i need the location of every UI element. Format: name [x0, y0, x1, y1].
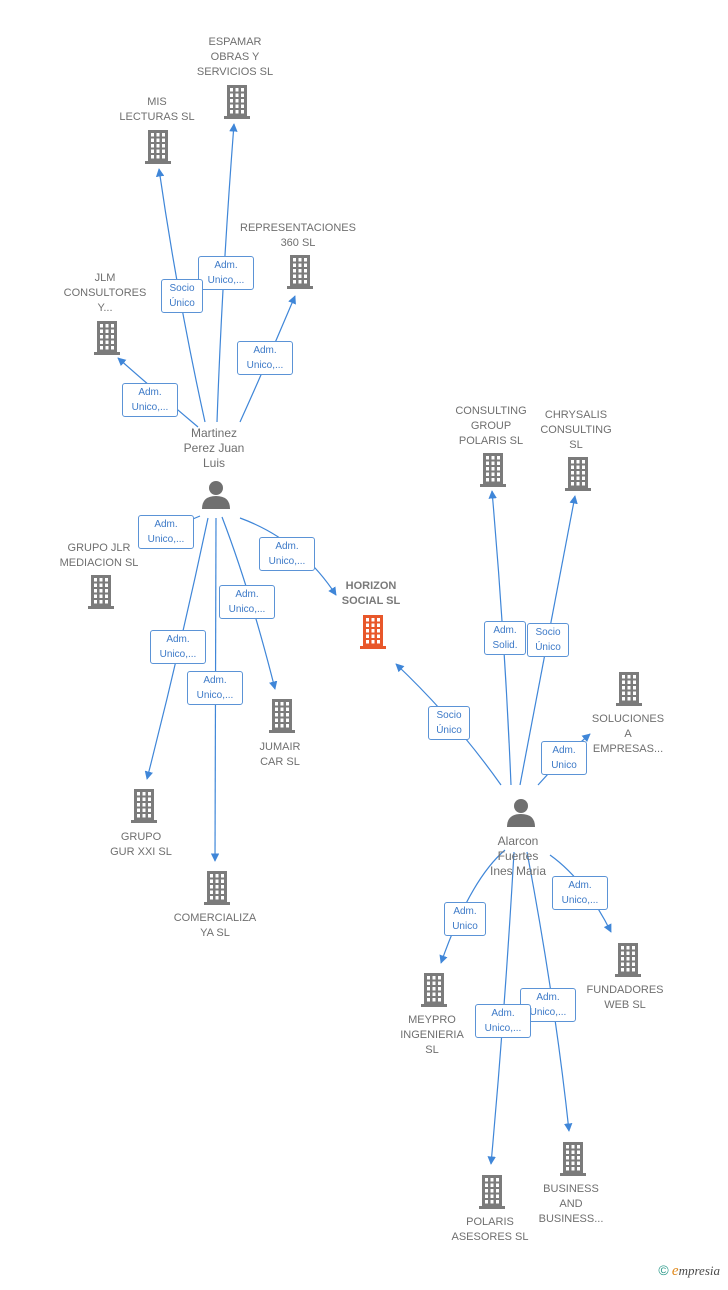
edge-label-alarcon-to-chrysalis[interactable]: Socio Único [527, 623, 569, 657]
node-label-alarcon[interactable]: Alarcon Fuertes Ines Maria [489, 834, 547, 878]
node-label-jlm[interactable]: JLM CONSULTORES Y... [63, 272, 147, 314]
node-label-jumair[interactable]: JUMAIR CAR SL [259, 741, 301, 768]
building-icon-soluciones [616, 672, 642, 706]
edge-label-martinez-to-jumair[interactable]: Adm. Unico,... [219, 585, 275, 619]
node-label-grupojlr[interactable]: GRUPO JLR MEDIACION SL [59, 542, 139, 569]
building-icon-jumair [269, 699, 295, 733]
node-label-fundadores[interactable]: FUNDADORES WEB SL [586, 984, 664, 1011]
edge-label-martinez-to-espamar[interactable]: Adm. Unico,... [198, 256, 254, 290]
node-label-espamar[interactable]: ESPAMAR OBRAS Y SERVICIOS SL [196, 36, 274, 78]
person-icon-alarcon [507, 799, 535, 827]
node-label-consulting[interactable]: CONSULTING GROUP POLARIS SL [455, 405, 527, 447]
person-icon-martinez [202, 481, 230, 509]
building-icon-jlm [94, 321, 120, 355]
building-icon-polaris [479, 1175, 505, 1209]
edge-label-alarcon-to-soluciones[interactable]: Adm. Unico [541, 741, 587, 775]
brand-name: mpresia [678, 1263, 720, 1278]
edge-label-martinez-to-grupogur[interactable]: Adm. Unico,... [150, 630, 206, 664]
edge-label-alarcon-to-horizon[interactable]: Socio Único [428, 706, 470, 740]
building-icon-horizon [360, 615, 386, 649]
edge-label-martinez-to-horizon[interactable]: Adm. Unico,... [259, 537, 315, 571]
building-icon-business [560, 1142, 586, 1176]
edge-label-martinez-to-comercializa[interactable]: Adm. Unico,... [187, 671, 243, 705]
node-label-soluciones[interactable]: SOLUCIONES A EMPRESAS... [591, 713, 665, 755]
edge-label-alarcon-to-consulting[interactable]: Adm. Solid. [484, 621, 526, 655]
edge-label-martinez-to-mislecturas[interactable]: Socio Único [161, 279, 203, 313]
building-icon-comercializa [204, 871, 230, 905]
node-label-meypro[interactable]: MEYPRO INGENIERIA SL [400, 1014, 464, 1056]
node-label-comercializa[interactable]: COMERCIALIZA YA SL [173, 912, 257, 939]
node-label-grupogur[interactable]: GRUPO GUR XXI SL [110, 831, 172, 858]
footer-brand: © empresia [658, 1262, 720, 1280]
edge-label-alarcon-to-meypro[interactable]: Adm. Unico [444, 902, 486, 936]
node-label-polaris[interactable]: POLARIS ASESORES SL [451, 1216, 529, 1243]
edge-label-martinez-to-jlm[interactable]: Adm. Unico,... [122, 383, 178, 417]
building-icon-espamar [224, 85, 250, 119]
node-label-chrysalis[interactable]: CHRYSALIS CONSULTING SL [540, 409, 612, 451]
building-icon-grupogur [131, 789, 157, 823]
edge-label-martinez-to-representaciones[interactable]: Adm. Unico,... [237, 341, 293, 375]
building-icon-consulting [480, 453, 506, 487]
edge-label-alarcon-to-polaris[interactable]: Adm. Unico,... [475, 1004, 531, 1038]
building-icon-fundadores [615, 943, 641, 977]
building-icon-grupojlr [88, 575, 114, 609]
node-label-representaciones[interactable]: REPRESENTACIONES 360 SL [240, 222, 356, 249]
building-icon-meypro [421, 973, 447, 1007]
edge-label-martinez-to-grupojlr[interactable]: Adm. Unico,... [138, 515, 194, 549]
building-icon-representaciones [287, 255, 313, 289]
node-label-mislecturas[interactable]: MIS LECTURAS SL [119, 96, 195, 123]
node-label-horizon[interactable]: HORIZON SOCIAL SL [341, 580, 401, 607]
building-icon-chrysalis [565, 457, 591, 491]
edge-label-alarcon-to-fundadores[interactable]: Adm. Unico,... [552, 876, 608, 910]
copyright-icon: © [658, 1262, 669, 1278]
node-label-business[interactable]: BUSINESS AND BUSINESS... [538, 1183, 604, 1225]
edge-alarcon-to-meypro [439, 849, 506, 964]
icons-layer [88, 85, 642, 1209]
node-label-martinez[interactable]: Martinez Perez Juan Luis [183, 426, 245, 470]
brand-initial: e [671, 1263, 679, 1279]
building-icon-mislecturas [145, 130, 171, 164]
